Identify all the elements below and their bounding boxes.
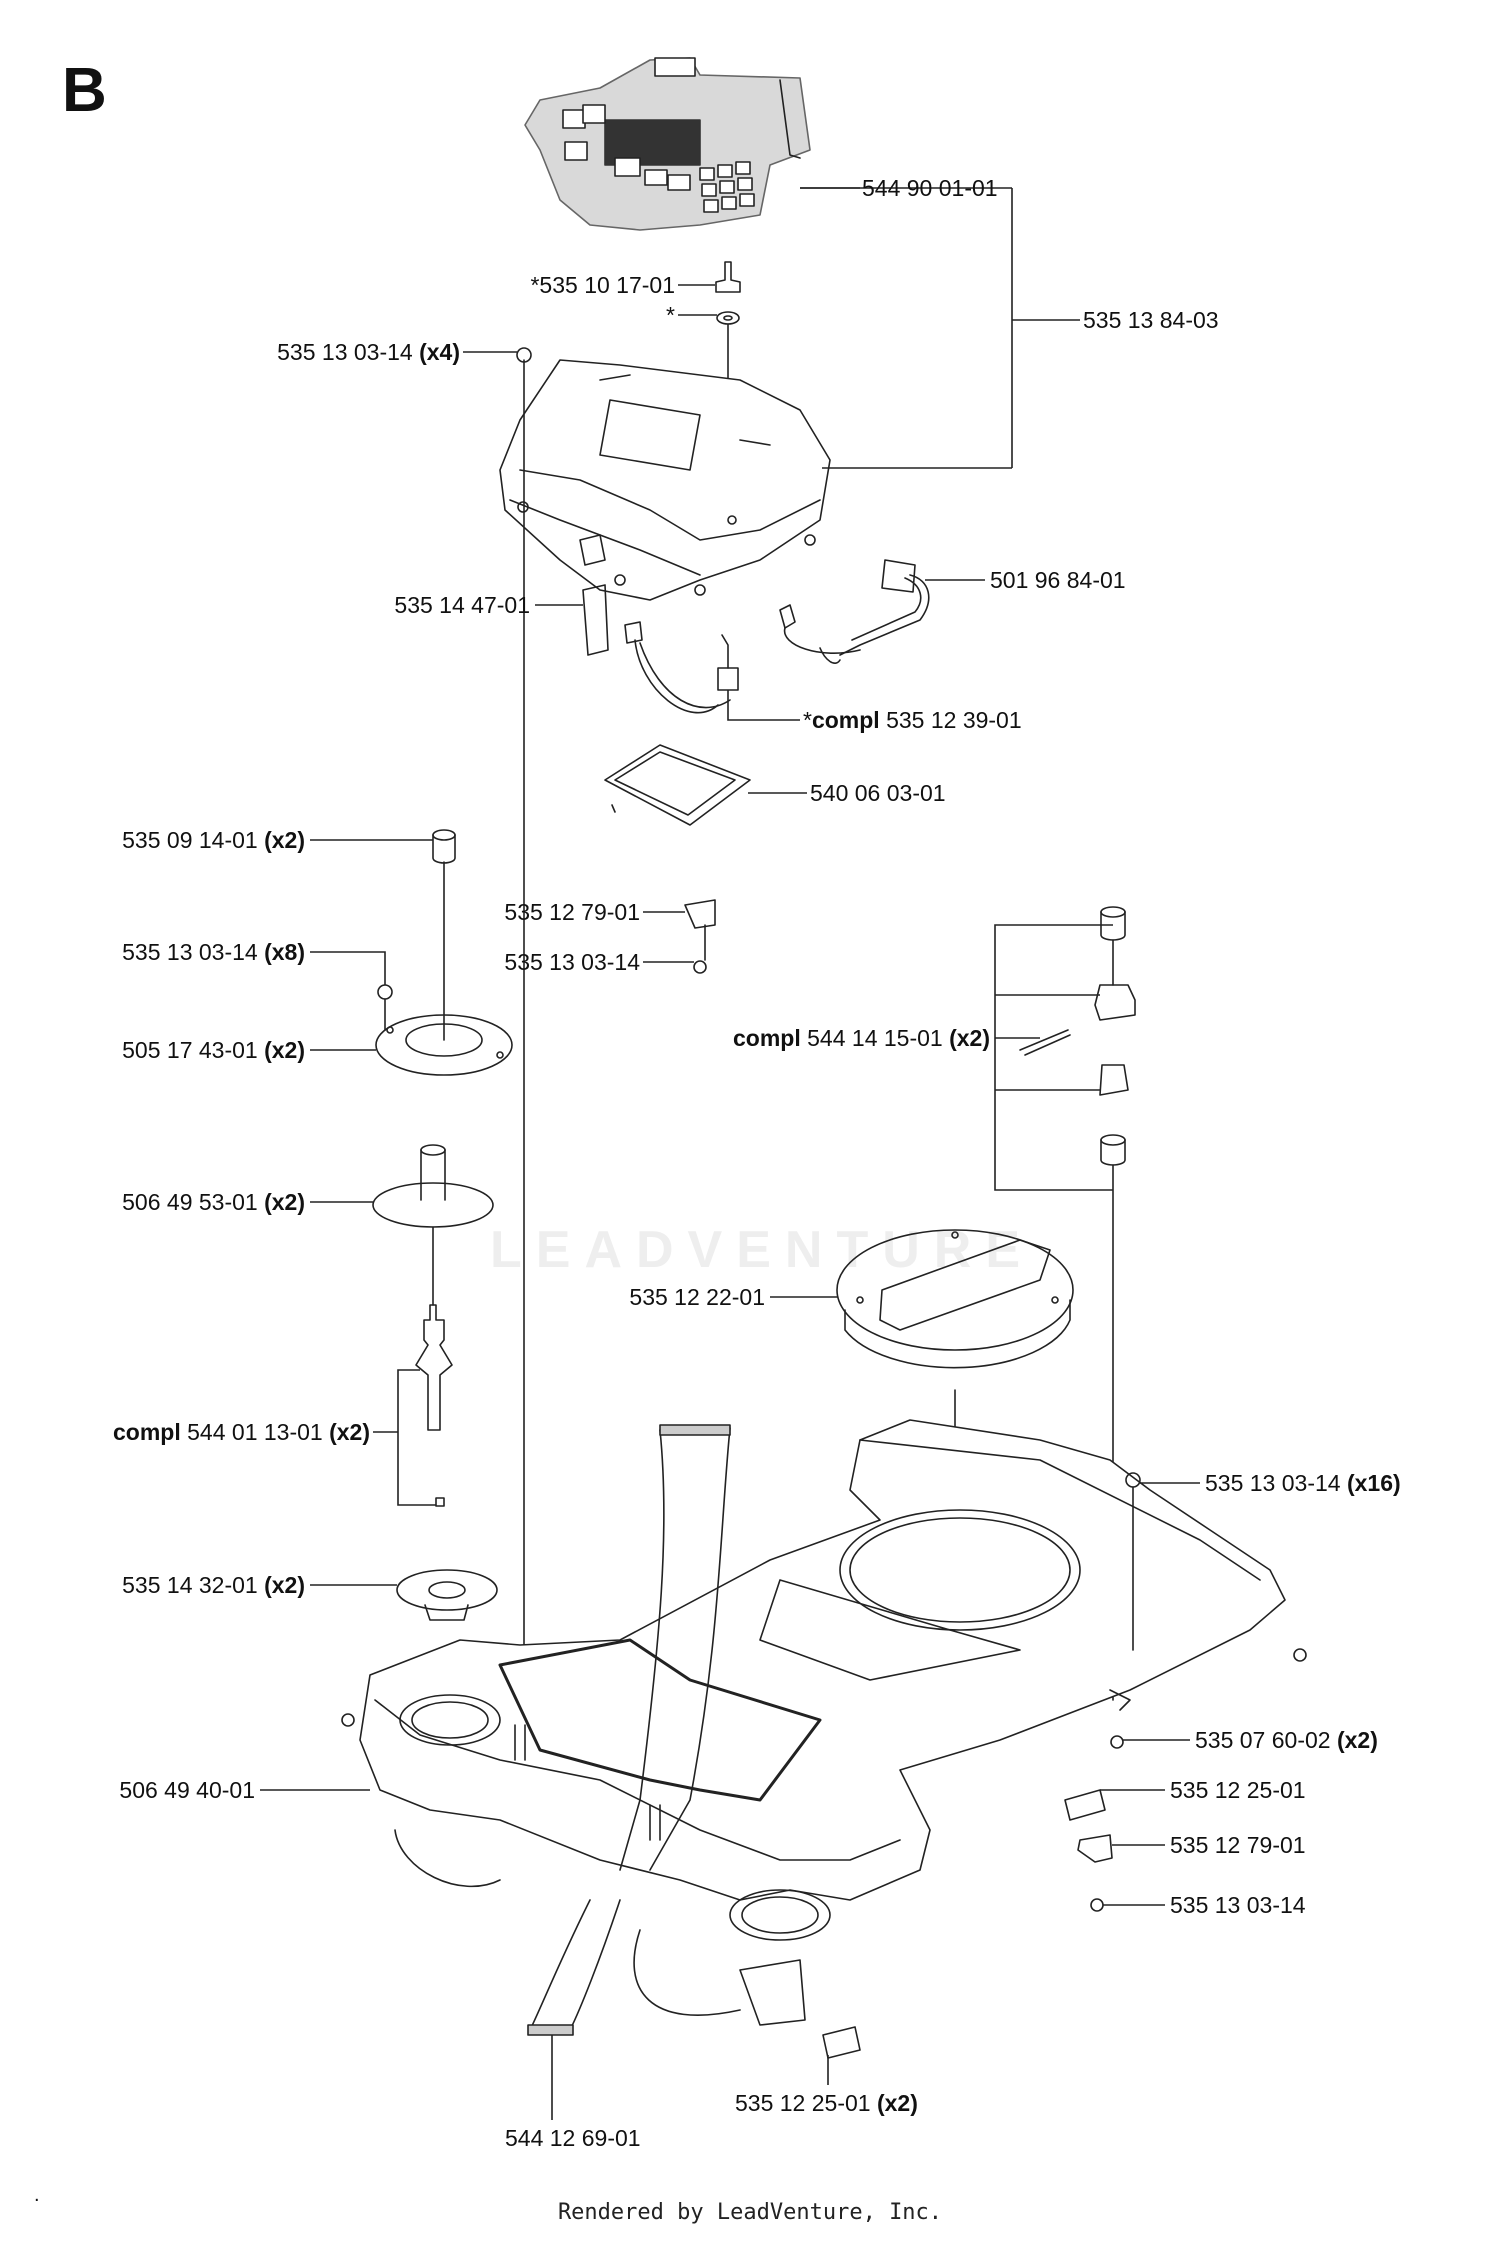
callout-screw: 535 13 03-14 [504, 949, 640, 975]
clip-part[interactable] [684, 899, 716, 974]
screw-part[interactable] [516, 347, 532, 363]
ribbon-cable-part[interactable] [394, 1424, 741, 2036]
small-screw-part[interactable] [377, 984, 393, 1031]
callout-bearing-plate: 505 17 43-01 (x2) [122, 1037, 305, 1063]
tag-part[interactable] [1064, 1789, 1106, 1821]
callout-screw-bottom: 535 13 03-14 [1170, 1892, 1306, 1918]
callout-gasket: 535 14 47-01 [394, 592, 530, 618]
callout-ribbon-cable: 544 12 69-01 [505, 2125, 641, 2151]
callout-display-kit: 535 13 84-03 [1083, 307, 1219, 333]
callout-screw-x8: 535 13 03-14 (x8) [122, 939, 305, 965]
callout-tag: 535 12 25-01 [1170, 1777, 1306, 1803]
collar-part[interactable] [396, 1569, 498, 1621]
shaft-flange-part[interactable] [372, 1144, 494, 1228]
callout-circuit-board: 540 06 03-01 [810, 780, 946, 806]
callout-lid: 535 12 22-01 [629, 1284, 765, 1310]
footer-dot: . [34, 2184, 40, 2206]
callout-clip: 535 12 79-01 [504, 899, 640, 925]
callout-screw-x4: 535 13 03-14 (x4) [277, 339, 460, 365]
bearing-plate-part[interactable] [375, 1014, 513, 1076]
gasket-and-cable-part[interactable] [582, 584, 739, 714]
clip-2-part[interactable] [1077, 1834, 1113, 1863]
pivot-assembly-part[interactable] [415, 1304, 453, 1507]
callout-shaft-flange: 506 49 53-01 (x2) [122, 1189, 305, 1215]
harness-part[interactable] [779, 559, 930, 664]
callout-label-sticker: 535 12 25-01 (x2) [735, 2090, 918, 2116]
callout-chassis: 506 49 40-01 [119, 1777, 255, 1803]
chassis-part[interactable] [341, 1419, 1307, 2026]
section-letter: B [62, 56, 107, 125]
callout-screw-x16: 535 13 03-14 (x16) [1205, 1470, 1401, 1496]
screw-bottom-part[interactable] [1090, 1898, 1104, 1912]
footer-credit: Rendered by LeadVenture, Inc. [557, 2200, 943, 2225]
callout-collar: 535 14 32-01 (x2) [122, 1572, 305, 1598]
callout-knob: *535 10 17-01 [530, 272, 675, 298]
callout-harness: 501 96 84-01 [990, 567, 1126, 593]
lid-part[interactable] [836, 1229, 1074, 1369]
wheel-hub-stack-part[interactable] [1019, 906, 1136, 1166]
callout-washer-x2: 535 07 60-02 (x2) [1195, 1727, 1378, 1753]
callout-compl-hub: compl 544 14 15-01 (x2) [733, 1025, 990, 1051]
circuit-board-part[interactable] [604, 744, 751, 826]
leader-lines [260, 187, 1200, 2120]
top-housing-part[interactable] [499, 359, 831, 601]
bushing-part[interactable] [432, 829, 456, 864]
washer-part[interactable] [1110, 1735, 1124, 1749]
callout-compl-pivot: compl 544 01 13-01 (x2) [113, 1419, 370, 1445]
label-sticker-part[interactable] [822, 2026, 861, 2059]
callout-clip-2: 535 12 79-01 [1170, 1832, 1306, 1858]
callout-compl-switch: *compl 535 12 39-01 [803, 707, 1022, 733]
callout-washer: * [666, 302, 675, 328]
screw-16-part[interactable] [1125, 1472, 1141, 1651]
callout-bushing: 535 09 14-01 (x2) [122, 827, 305, 853]
callout-keypad-overlay: 544 90 01-01 [862, 175, 998, 201]
keypad-overlay-part[interactable] [524, 57, 811, 231]
